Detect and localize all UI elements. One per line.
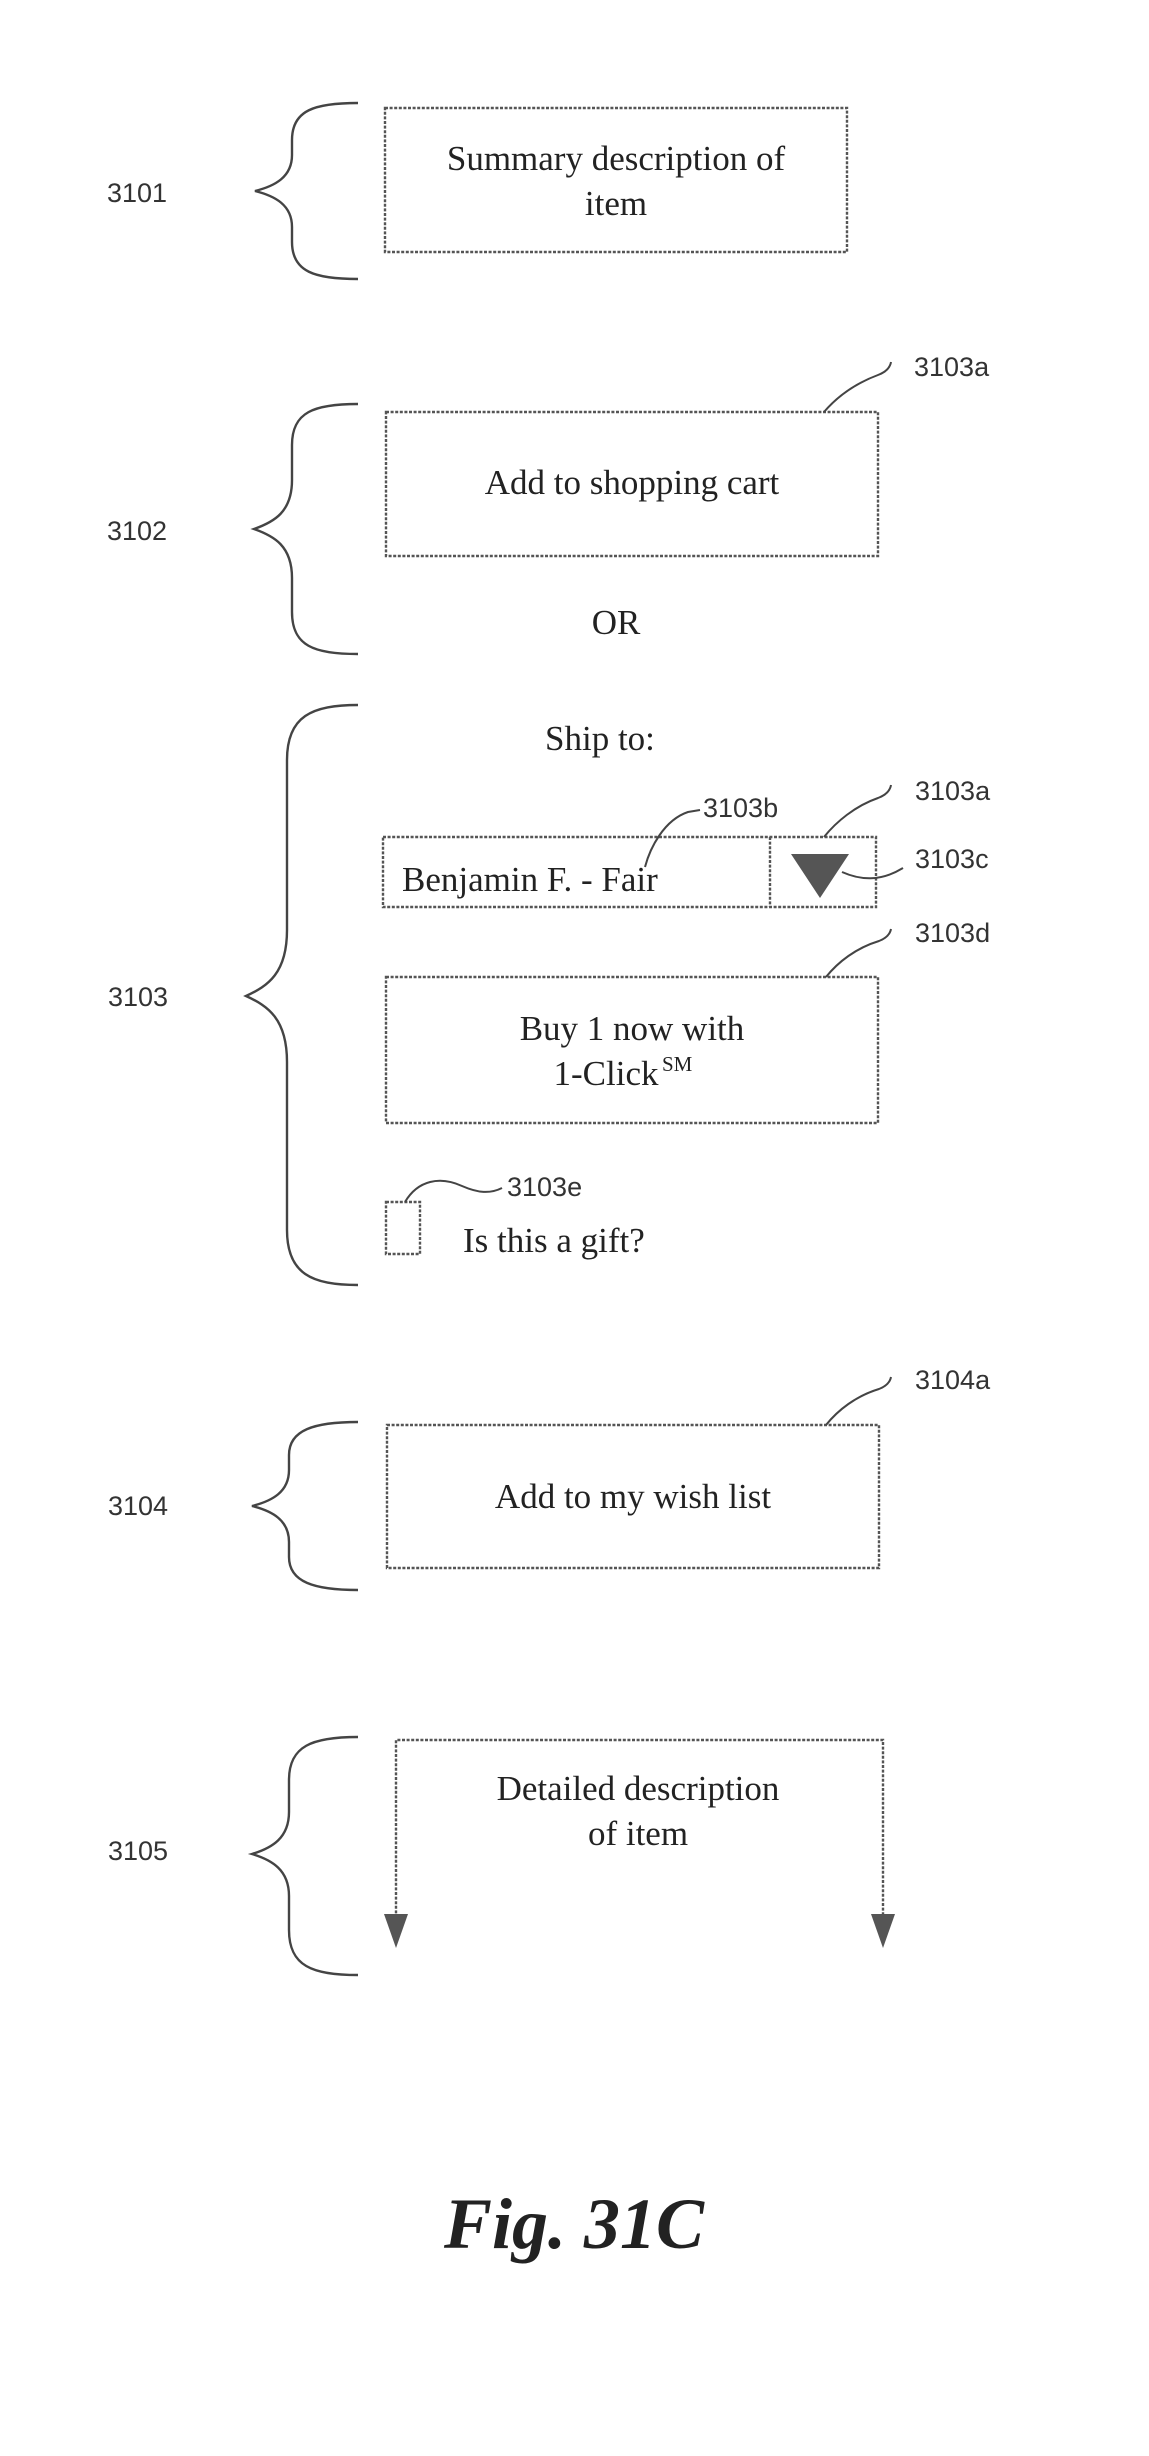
leader-3103a-top (824, 362, 891, 412)
brace-3105 (252, 1737, 358, 1975)
section-3104: 3104 Add to my wish list 3104a (108, 1365, 991, 1590)
ref-3103a-top: 3103a (914, 352, 990, 382)
summary-description-line-1: Summary description of (447, 139, 786, 178)
gift-checkbox-label: Is this a gift? (463, 1221, 645, 1260)
leader-3103d (826, 929, 891, 977)
detailed-description-line-1: Detailed description (497, 1769, 780, 1808)
brace-3102 (254, 404, 358, 654)
brace-3103 (246, 705, 358, 1285)
add-to-wish-list-label: Add to my wish list (495, 1477, 771, 1516)
leader-3104a (826, 1377, 891, 1425)
ref-3104: 3104 (108, 1491, 168, 1521)
ref-3105: 3105 (108, 1836, 168, 1866)
ref-3103: 3103 (108, 982, 168, 1012)
gift-checkbox[interactable] (386, 1202, 420, 1254)
ref-3101: 3101 (107, 178, 167, 208)
section-3103: 3103 Ship to: Benjamin F. - Fair 3103b 3… (108, 705, 991, 1285)
buy-now-1-click-button[interactable] (386, 977, 878, 1123)
or-label: OR (592, 603, 641, 642)
leader-3103e (405, 1181, 502, 1202)
ref-3104a: 3104a (915, 1365, 991, 1395)
buy-now-line-2: 1-Click (554, 1054, 659, 1093)
buy-now-service-mark: SM (662, 1052, 693, 1076)
ref-3102: 3102 (107, 516, 167, 546)
ref-3103d: 3103d (915, 918, 990, 948)
brace-3101 (255, 103, 358, 279)
add-to-shopping-cart-label: Add to shopping cart (485, 463, 780, 502)
section-3101: 3101 Summary description of item (107, 103, 847, 279)
ship-to-label: Ship to: (545, 719, 655, 758)
summary-description-line-2: item (585, 184, 647, 223)
ref-3103b: 3103b (703, 793, 778, 823)
buy-now-line-1: Buy 1 now with (520, 1009, 745, 1048)
ref-3103c: 3103c (915, 844, 989, 874)
detailed-description-line-2: of item (588, 1814, 688, 1853)
ref-3103a-dropdown: 3103a (915, 776, 991, 806)
summary-description-box (385, 108, 847, 252)
right-scroll-arrow-icon (871, 1914, 895, 1948)
left-scroll-arrow-icon (384, 1914, 408, 1948)
figure-caption: Fig. 31C (443, 2184, 705, 2264)
ref-3103e: 3103e (507, 1172, 582, 1202)
section-3102: 3102 Add to shopping cart 3103a OR (107, 352, 990, 654)
section-3105: 3105 Detailed description of item (108, 1737, 895, 1975)
ship-to-dropdown-value: Benjamin F. - Fair (402, 860, 658, 899)
leader-3103a-dropdown (824, 785, 891, 837)
brace-3104 (252, 1422, 358, 1590)
